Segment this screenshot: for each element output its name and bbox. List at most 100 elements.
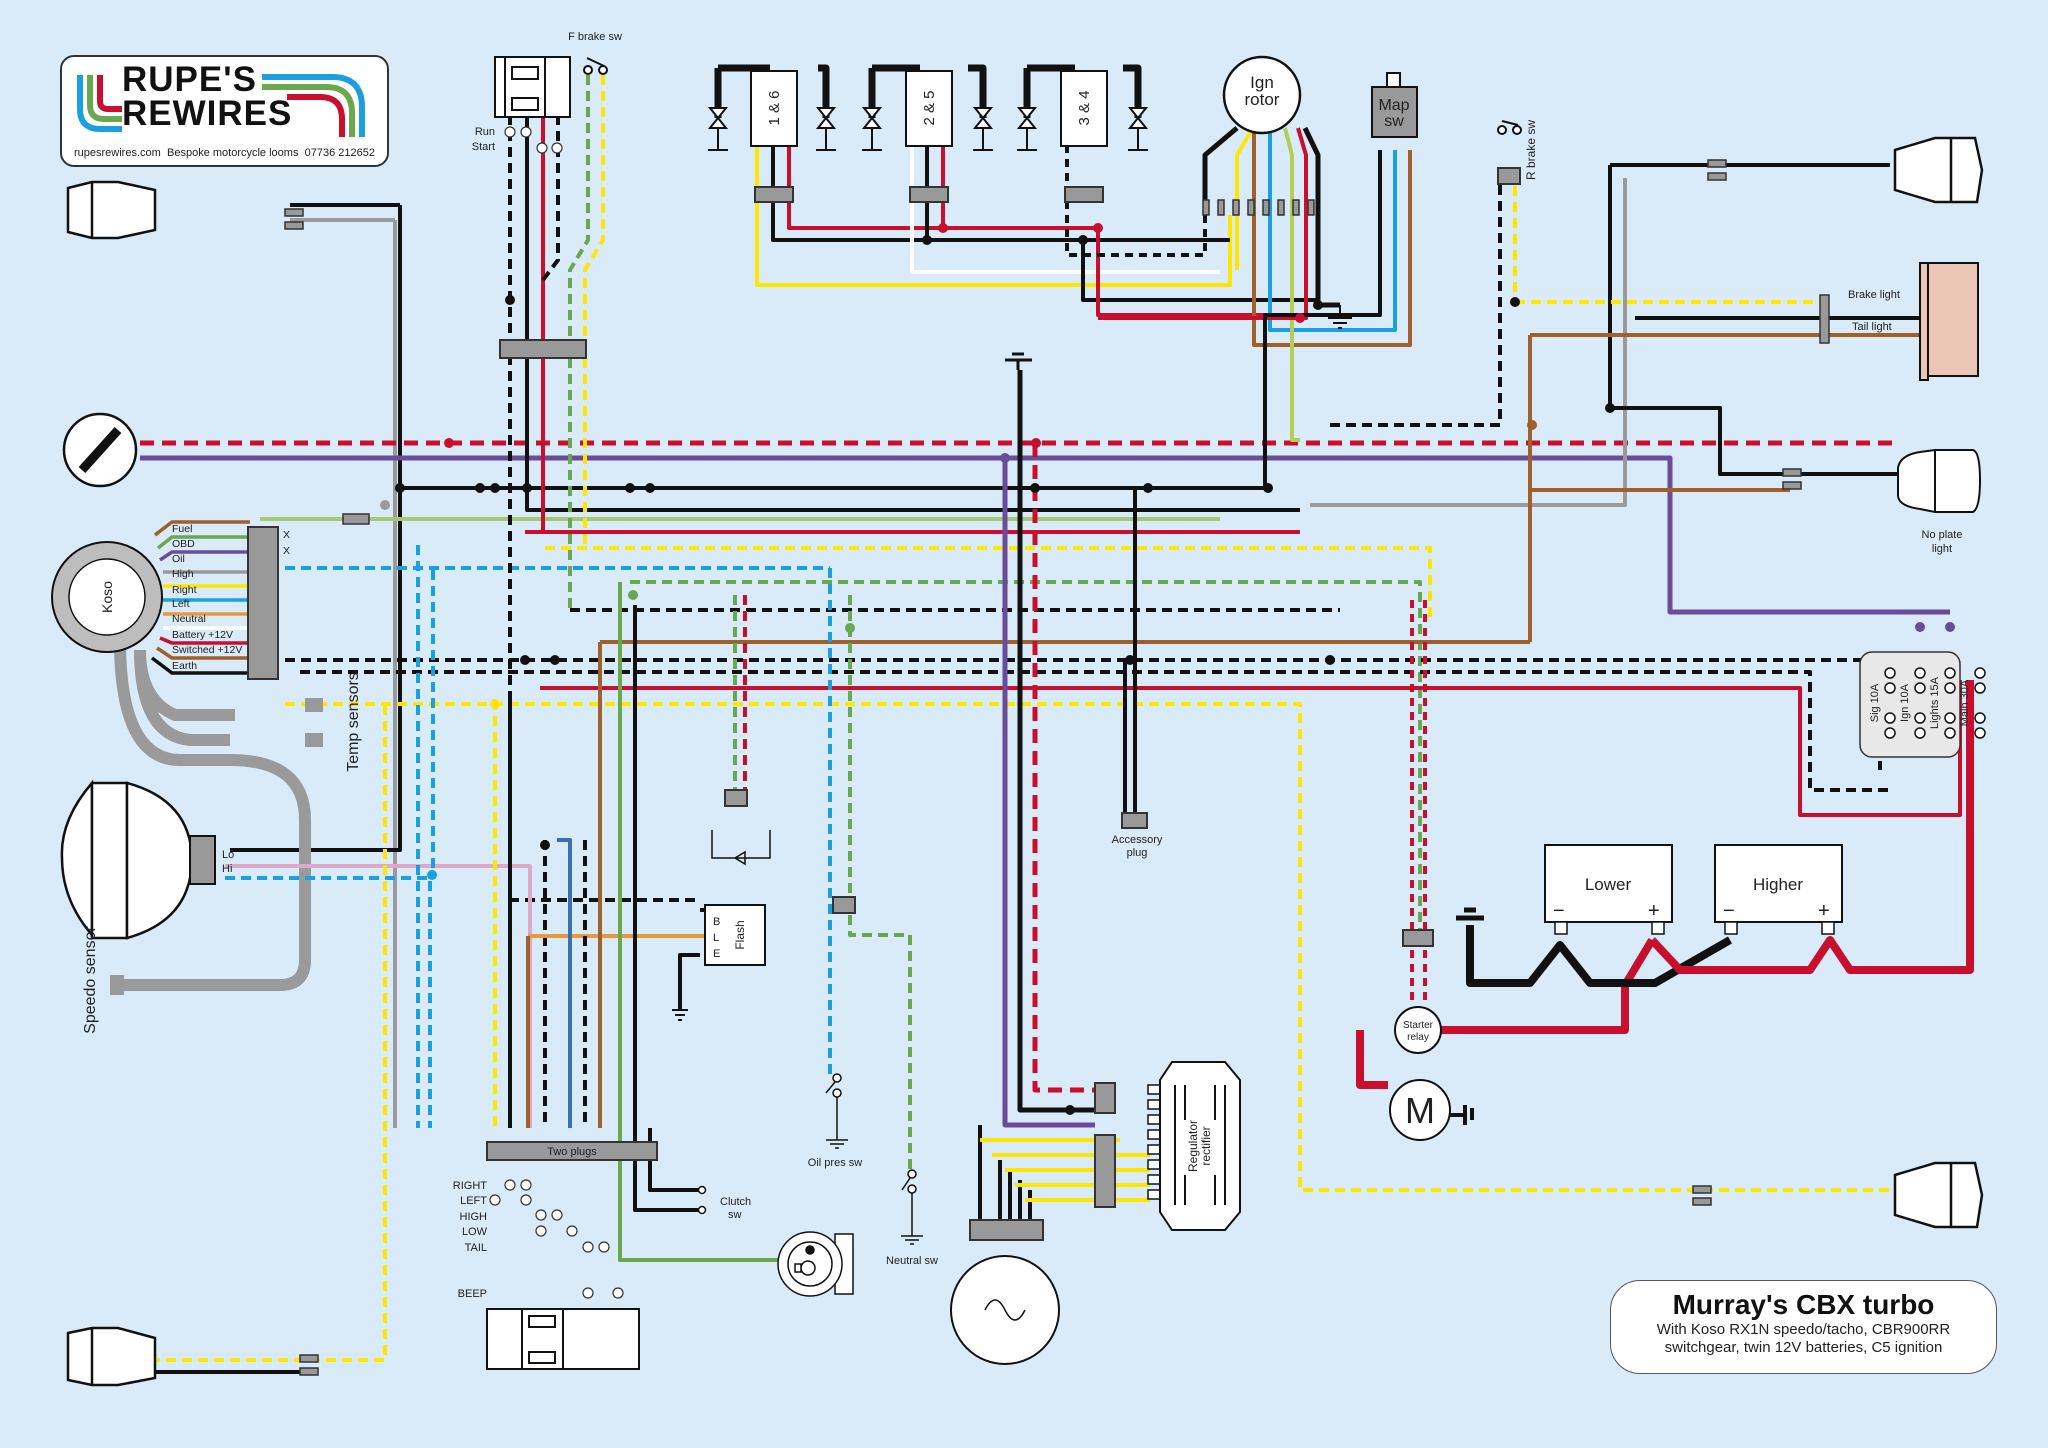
number-plate-light-icon [1897,449,1982,513]
koso-pin-right: Right [172,584,197,596]
map-switch-icon [1371,86,1418,138]
switch-left-label: LEFT [460,1195,487,1207]
wire-black-white [285,658,1882,770]
switch-low-label: LOW [462,1226,488,1238]
wire-yellow-red [545,546,1432,620]
spark-plug-icons [707,107,1149,151]
main-loom-connector [499,339,587,359]
logo-phone: 07736 212652 [304,147,375,159]
wire-grey-right [1310,178,1627,507]
f-brake-switch-icon [583,57,608,75]
two-plugs-connector [486,1141,658,1161]
fuse-lights-label: Lights 15A [1929,676,1941,729]
temp-sensor-2-icon [305,733,323,747]
koso-pin-battery: Battery +12V [172,629,233,641]
diagram-subtitle-2: switchgear, twin 12V batteries, C5 ignit… [1664,1339,1943,1356]
fuse-sig-label: Sig 10A [1869,683,1881,722]
coil-3-4 [1060,70,1108,147]
wire-black-green [300,670,1890,792]
flash-pin-l: L [713,932,719,944]
rear-left-indicator-icon [1893,1161,1984,1229]
start-label: Start [472,141,495,153]
run-label: Run [475,126,495,138]
battery-higher-label: Higher [1753,875,1803,894]
clutch-switch-icon [697,1185,707,1215]
wire-red-black [540,680,1962,817]
coil-1-6-label: 1 & 6 [766,90,783,125]
handlebar-switch-right-icon [494,56,571,118]
f-brake-sw-label: F brake sw [568,31,622,43]
neutral-switch-icon [901,1169,923,1245]
battery-lower-label: Lower [1585,875,1632,894]
headlight-hi-label: Hi [222,863,232,875]
coil-2-5 [905,70,953,147]
r-brake-switch-icon [1497,120,1522,135]
koso-pin-high: High [172,568,194,580]
diagram-title: Murray's CBX turbo [1672,1289,1935,1320]
unused-mark: X [283,529,290,541]
switch-right-label: RIGHT [453,1180,488,1192]
accessory-plug-icon [1121,812,1148,829]
headlight-connector [189,835,216,885]
logo-brand-line1: RUPE'S [122,60,257,99]
flash-label: Flash [733,920,747,949]
temp-sensors-label: Temp sensors [345,672,362,772]
regulator-label: Regulatorrectifier [1186,1120,1213,1172]
oil-pressure-switch-icon [825,1073,848,1149]
wire-black-headlight [230,205,402,852]
ground-icon [672,1009,688,1021]
ground-icon [1456,907,1484,921]
wire-green-yellow [630,580,1422,940]
ground-icon [1328,305,1352,329]
front-right-indicator-icon [66,180,157,240]
koso-pin-neutral: Neutral [172,613,206,625]
coil-1-6 [750,70,798,147]
wire-yellow-coil [755,145,1232,287]
title-block: Murray's CBX turbo With Koso RX1N speedo… [1610,1280,1997,1374]
koso-pin-fuel: Fuel [172,523,192,535]
battery-lower [1544,844,1673,923]
diode-icon [711,830,771,866]
starter-relay-icon [1394,1006,1442,1054]
flash-pin-e: E [713,948,720,960]
logo-brand-line2: REWIRES [122,94,293,133]
logo-footer: rupesrewires.com Bespoke motorcycle loom… [74,147,375,159]
regulator-rectifier-icon [1159,1061,1241,1231]
wire-r-brake [1330,170,1502,427]
flash-pin-b: B [713,916,720,928]
coil-2-5-label: 2 & 5 [921,90,938,125]
wire-yellow-blue [285,702,1900,1192]
logo-brand: RUPE'S REWIRES [122,60,293,133]
koso-connector [247,526,279,680]
wire-black-coil [771,145,1230,242]
wire-purple [140,455,1950,615]
headlight-icon [60,779,194,940]
horn-icon [777,1231,854,1297]
koso-pin-obd: OBD [172,538,195,550]
handlebar-switch-left-icon [486,1308,640,1370]
battery-plus-icon: + [1648,900,1660,922]
rupes-rewires-logo: RUPE'S REWIRES rupesrewires.com Bespoke … [60,55,389,167]
ignition-key-icon [62,412,138,488]
coil-3-4-label: 3 & 4 [1076,90,1093,125]
neutral-sw-label: Neutral sw [886,1255,938,1267]
battery-plus-icon: + [1818,900,1830,922]
fuse-ign-label: Ign 10A [1899,683,1911,722]
wire-red-coil [787,145,945,230]
koso-pin-oil: Oil [172,553,185,565]
rear-right-indicator-icon [1893,136,1984,204]
wire-black-plate [1608,165,1900,476]
koso-gauge-icon [51,541,163,653]
switch-high-label: HIGH [460,1211,488,1223]
speedo-sensor-icon [110,975,124,995]
battery-higher [1714,844,1843,923]
front-left-indicator-icon [66,1326,157,1387]
logo-tagline: Bespoke motorcycle looms [167,147,299,159]
flasher-relay [704,904,766,966]
switch-tail-label: TAIL [465,1242,487,1254]
ground-icon [1450,1105,1474,1125]
